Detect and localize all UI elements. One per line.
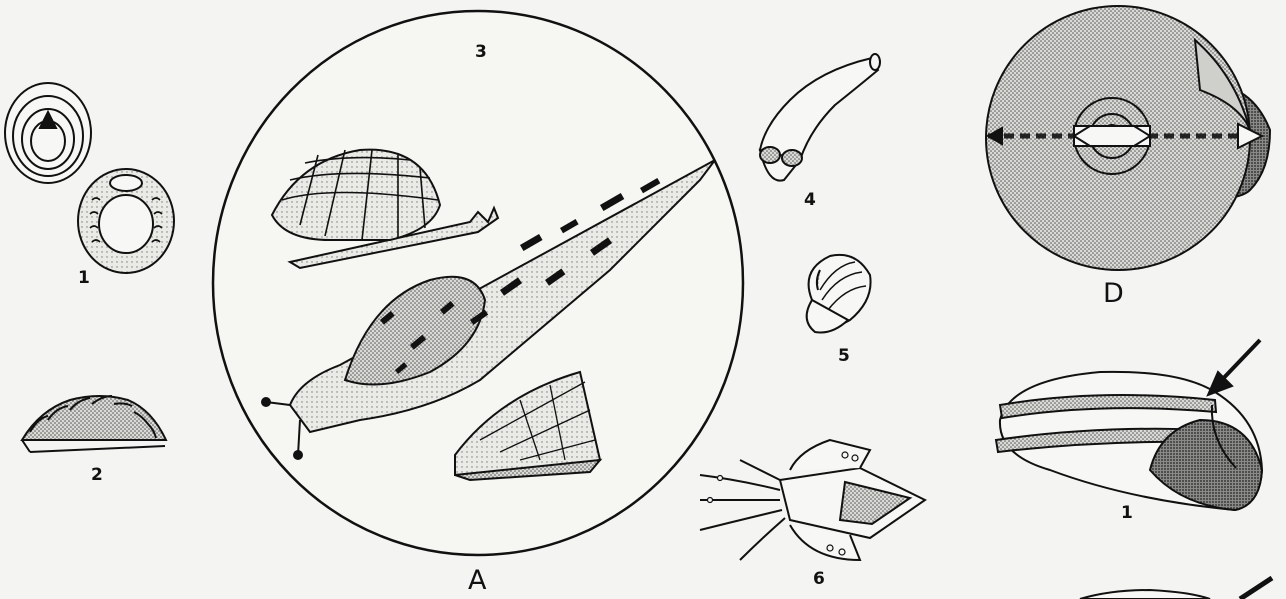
panel-d-shell-top-view (986, 6, 1270, 270)
fig-5-clam (807, 255, 871, 333)
fig-4-tusk-shell (760, 54, 880, 181)
fig-5-label: 5 (838, 348, 850, 365)
fig-2-label: 2 (91, 467, 103, 484)
right-fig-1-banded-snail (996, 340, 1262, 510)
fig-3-label: 3 (475, 44, 487, 61)
panel-a-label: A (468, 567, 486, 594)
fig-6-label: 6 (813, 571, 825, 588)
fig-6-squid (700, 440, 925, 560)
fig-4-label: 4 (804, 192, 816, 209)
panel-d-label: D (1103, 280, 1124, 307)
fig-1-label: 1 (78, 270, 90, 287)
fig-1-disc-shells (5, 83, 174, 273)
right-fig-1-label: 1 (1121, 505, 1133, 522)
right-fig-2-snail-partial (1080, 578, 1272, 599)
fig-2-chiton (22, 396, 166, 452)
